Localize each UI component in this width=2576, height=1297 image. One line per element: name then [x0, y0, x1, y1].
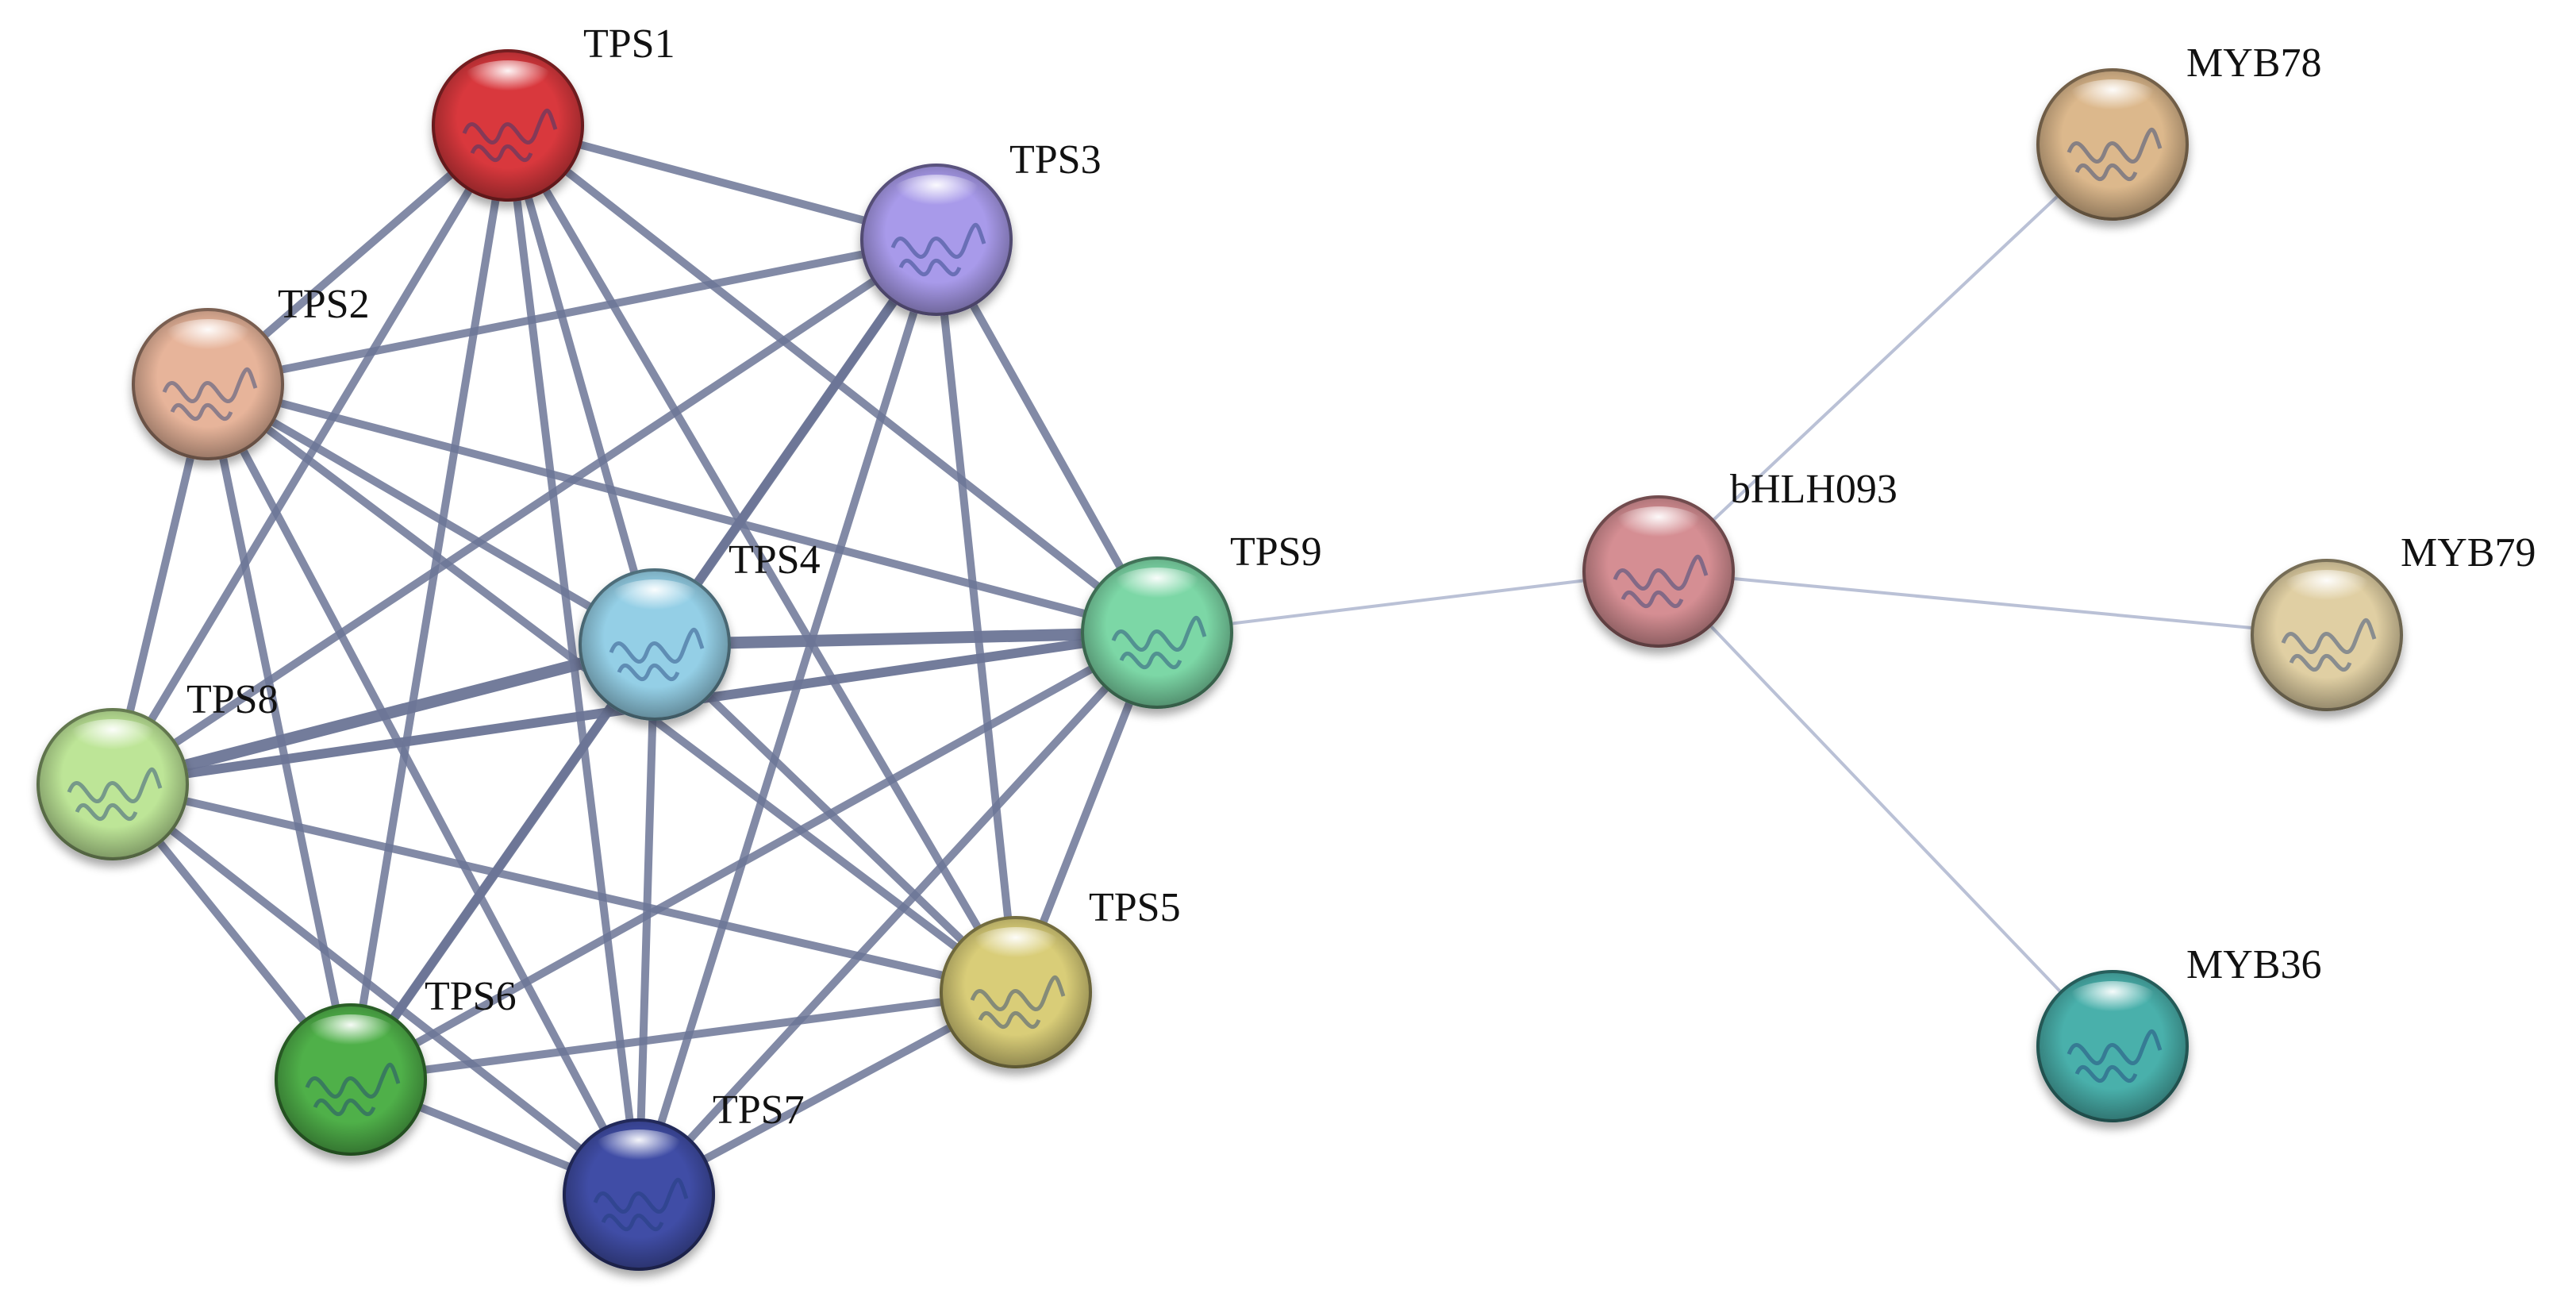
node-label-tps5: TPS5 — [1089, 885, 1181, 930]
node-label-myb79: MYB79 — [2401, 530, 2536, 575]
node-tps1[interactable]: TPS1 — [432, 21, 675, 202]
edge-tps4-tps5 — [651, 641, 1020, 996]
edge-tps5-tps6 — [347, 988, 1020, 1083]
edge-tps6-tps9 — [347, 629, 1161, 1083]
edge-tps2-tps3 — [204, 236, 940, 388]
node-label-tps4: TPS4 — [729, 537, 821, 583]
node-label-tps1: TPS1 — [583, 21, 675, 67]
node-label-tps8: TPS8 — [186, 677, 279, 722]
edge-tps2-tps9 — [204, 380, 1161, 637]
node-myb78[interactable]: MYB78 — [2036, 40, 2321, 221]
node-rim — [432, 49, 584, 202]
node-tps4[interactable]: TPS4 — [579, 537, 821, 721]
node-tps7[interactable]: TPS7 — [563, 1087, 805, 1271]
node-label-tps2: TPS2 — [278, 282, 370, 327]
node-highlight — [967, 927, 1065, 975]
node-label-tps9: TPS9 — [1230, 529, 1322, 575]
node-tps8[interactable]: TPS8 — [37, 677, 279, 860]
edge-tps7-tps9 — [635, 629, 1161, 1199]
edge-tps4-tps8 — [106, 638, 661, 791]
node-label-myb78: MYB78 — [2186, 40, 2321, 86]
node-highlight — [302, 1014, 400, 1062]
node-highlight — [887, 175, 986, 222]
edge-tps3-tps5 — [932, 236, 1020, 996]
node-highlight — [2278, 570, 2376, 618]
node-tps6[interactable]: TPS6 — [275, 974, 517, 1156]
edge-tps1-tps6 — [347, 121, 512, 1083]
node-label-tps7: TPS7 — [713, 1087, 805, 1133]
node-highlight — [159, 319, 257, 367]
edge-tps3-tps8 — [109, 236, 940, 788]
edge-tps1-tps5 — [504, 121, 1020, 996]
node-rim — [2251, 559, 2403, 711]
edge-tps4-tps9 — [648, 626, 1163, 651]
edge-tps2-tps4 — [204, 380, 659, 648]
node-tps3[interactable]: TPS3 — [860, 137, 1102, 316]
node-highlight — [590, 1130, 688, 1177]
edge-tps5-tps8 — [109, 780, 1020, 996]
node-rim — [275, 1003, 427, 1156]
edge-tps7-tps8 — [109, 780, 643, 1199]
edge-bhlh093-myb36 — [1657, 570, 2114, 1048]
edge-tps3-tps7 — [635, 236, 940, 1199]
edge-bhlh093-myb78 — [1657, 143, 2114, 573]
node-rim — [37, 708, 189, 860]
node-tps2[interactable]: TPS2 — [132, 282, 370, 460]
edge-tps1-tps4 — [504, 121, 659, 648]
edge-tps1-tps9 — [504, 121, 1161, 637]
node-rim — [579, 568, 731, 721]
node-rim — [1081, 556, 1233, 709]
node-highlight — [459, 60, 557, 108]
node-rim — [2036, 970, 2189, 1122]
node-label-myb36: MYB36 — [2186, 942, 2321, 987]
edge-tps9-bhlh093 — [1155, 570, 1660, 634]
node-rim — [2036, 68, 2189, 221]
node-tps5[interactable]: TPS5 — [940, 885, 1181, 1068]
node-rim — [563, 1118, 715, 1271]
node-highlight — [63, 719, 162, 767]
node-rim — [940, 916, 1092, 1068]
node-tps9[interactable]: TPS9 — [1081, 529, 1322, 709]
edge-tps2-tps6 — [204, 380, 355, 1083]
node-rim — [132, 308, 284, 460]
edge-tps1-tps8 — [109, 121, 512, 788]
node-rim — [860, 164, 1013, 316]
node-highlight — [2063, 981, 2162, 1029]
node-highlight — [1108, 568, 1206, 615]
node-label-bhlh093: bHLH093 — [1730, 467, 1897, 512]
node-label-tps6: TPS6 — [425, 974, 517, 1019]
node-highlight — [2063, 79, 2162, 127]
node-label-tps3: TPS3 — [1009, 137, 1102, 183]
node-rim — [1582, 495, 1735, 648]
node-myb79[interactable]: MYB79 — [2251, 530, 2536, 711]
node-highlight — [606, 579, 704, 627]
node-myb36[interactable]: MYB36 — [2036, 942, 2321, 1122]
node-bhlh093[interactable]: bHLH093 — [1582, 467, 1897, 648]
node-highlight — [1609, 506, 1708, 554]
edge-bhlh093-myb79 — [1657, 570, 2328, 637]
edge-tps2-tps7 — [204, 380, 643, 1199]
